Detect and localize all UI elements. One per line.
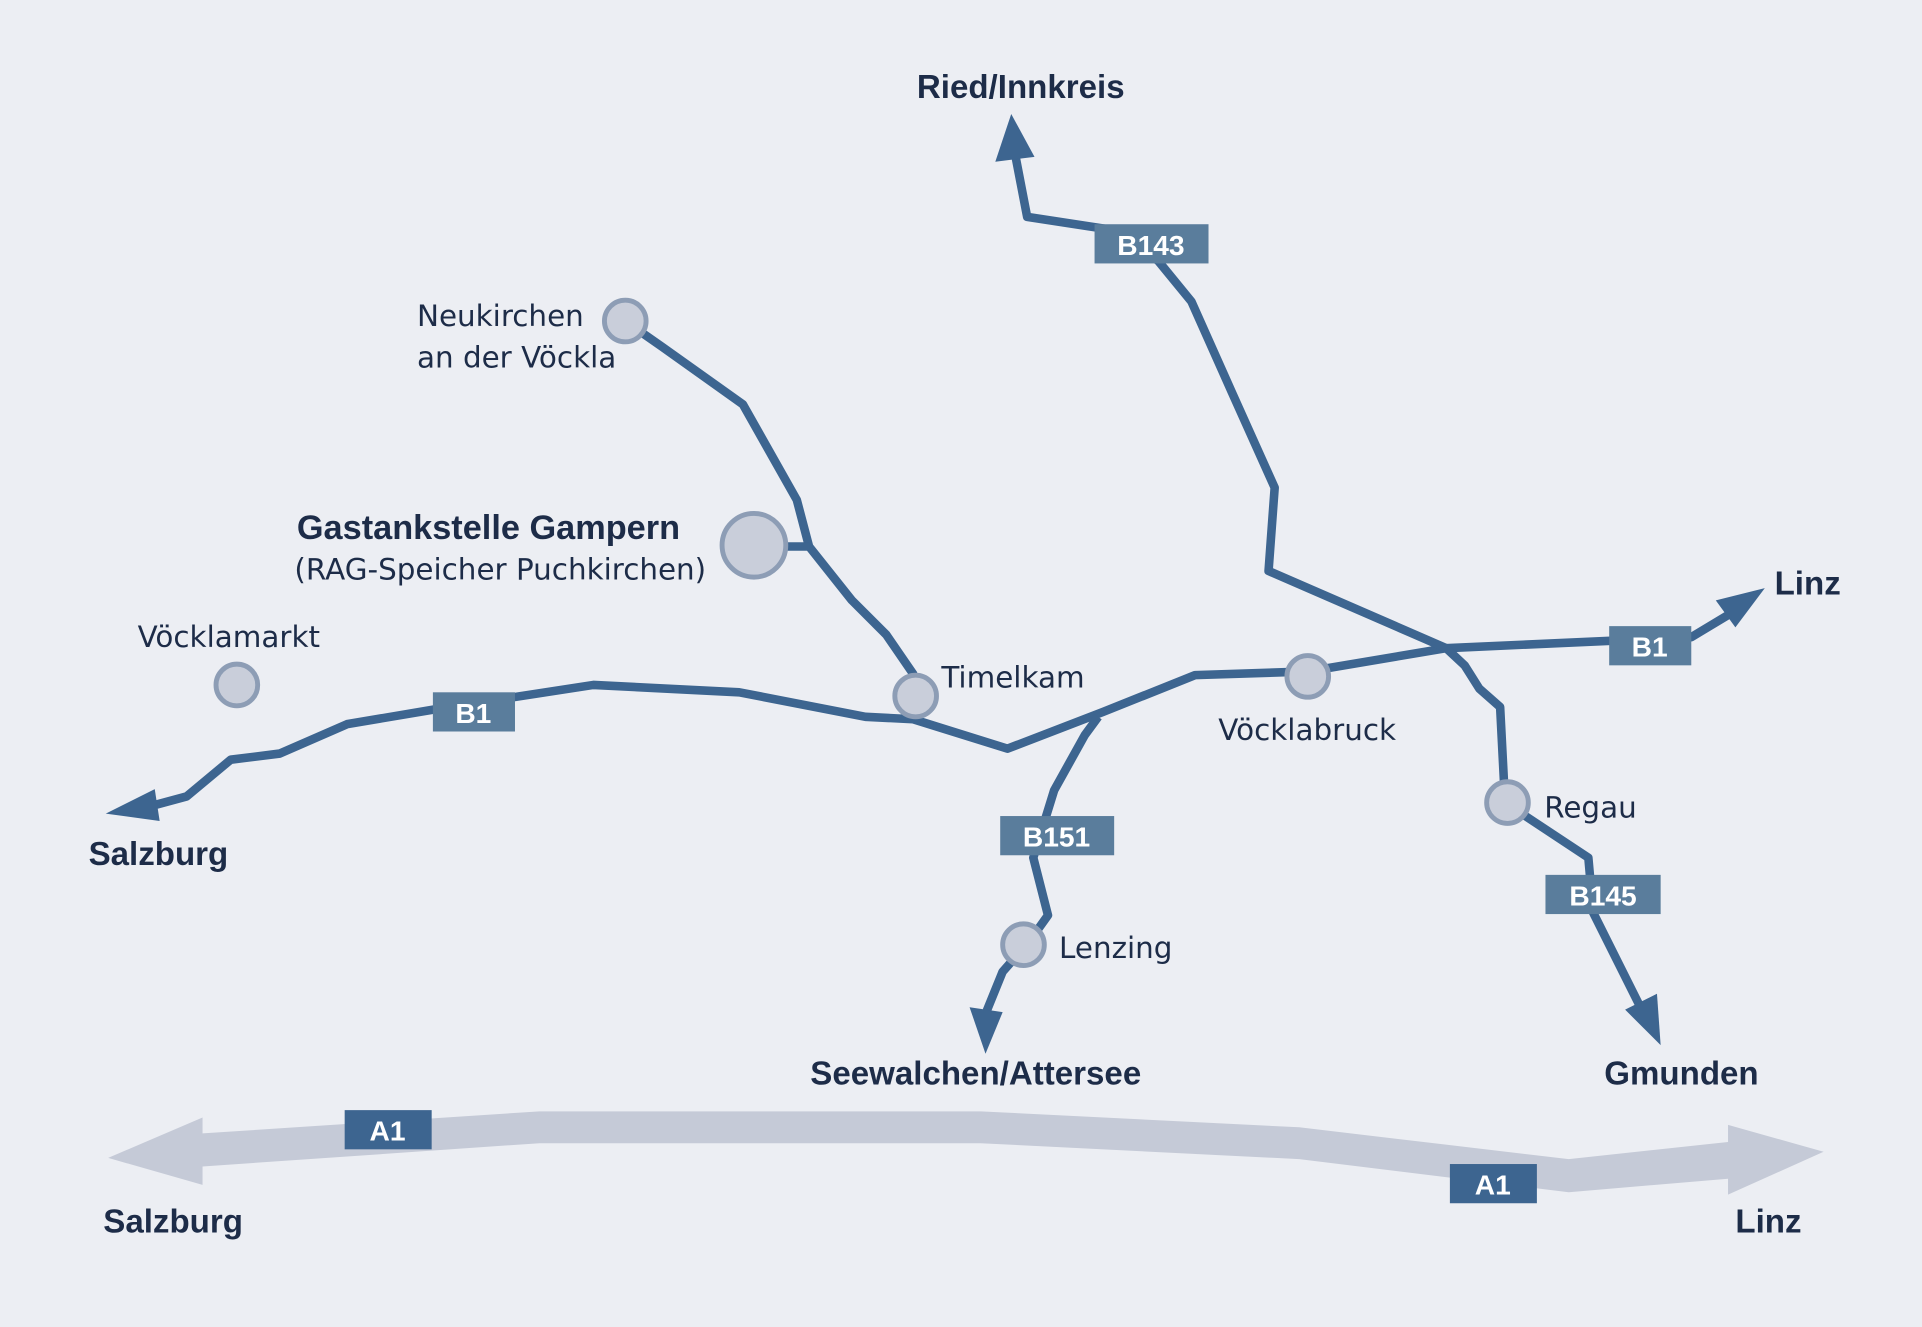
town-lenzing-label: Lenzing bbox=[1059, 931, 1172, 965]
destination-linz-a1: Linz bbox=[1735, 1204, 1801, 1241]
town-voecklamarkt-marker bbox=[213, 661, 261, 709]
road-label-text: B151 bbox=[1023, 821, 1090, 853]
road-label-text: A1 bbox=[370, 1115, 406, 1147]
road-label-b151: B151 bbox=[1000, 816, 1115, 856]
road-label-a1-west: A1 bbox=[344, 1110, 432, 1150]
town-regau-label: Regau bbox=[1544, 790, 1636, 824]
road-label-a1-east: A1 bbox=[1449, 1164, 1537, 1204]
arrow-linz bbox=[1715, 588, 1765, 628]
destination-salzburg-a1: Salzburg bbox=[103, 1204, 243, 1241]
b1-road bbox=[140, 611, 1731, 813]
road-label-text: A1 bbox=[1475, 1169, 1511, 1201]
road-label-b1-east: B1 bbox=[1609, 626, 1692, 666]
destination-salzburg: Salzburg bbox=[89, 836, 229, 873]
town-regau-marker bbox=[1484, 779, 1531, 826]
b151-road bbox=[982, 714, 1102, 1013]
town-timelkam-marker bbox=[892, 672, 939, 720]
destination-gmunden: Gmunden bbox=[1604, 1055, 1758, 1092]
road-label-b143: B143 bbox=[1094, 224, 1209, 264]
town-neukirchen-label-line2: an der Vöckla bbox=[417, 341, 616, 375]
town-neukirchen-marker bbox=[601, 297, 649, 345]
arrow-ried bbox=[995, 113, 1035, 162]
a1-highway bbox=[108, 1111, 1824, 1195]
town-timelkam-label: Timelkam bbox=[940, 660, 1084, 694]
arrow-gmunden bbox=[1625, 993, 1661, 1046]
road-label-b1-west: B1 bbox=[432, 692, 515, 732]
road-label-text: B1 bbox=[1632, 631, 1668, 663]
destination-seewalchen: Seewalchen/Attersee bbox=[810, 1055, 1141, 1092]
town-voecklabruck-label: Vöcklabruck bbox=[1218, 713, 1396, 747]
road-label-text: B145 bbox=[1569, 879, 1636, 911]
arrow-salzburg bbox=[105, 789, 160, 821]
destination-linz: Linz bbox=[1775, 565, 1841, 602]
destination-ried: Ried/Innkreis bbox=[917, 69, 1125, 106]
road-label-b145: B145 bbox=[1545, 874, 1661, 915]
town-voecklamarkt-label: Vöcklamarkt bbox=[138, 620, 320, 654]
town-neukirchen-label: Neukirchen bbox=[417, 299, 584, 333]
road-label-text: B1 bbox=[455, 697, 491, 729]
road-label-text: B143 bbox=[1117, 229, 1184, 261]
town-lenzing-marker bbox=[1000, 921, 1047, 968]
arrow-seewalchen bbox=[969, 1007, 1003, 1054]
station-name: Gastankstelle Gampern bbox=[297, 509, 680, 547]
station-marker[interactable] bbox=[719, 510, 789, 580]
b143-road bbox=[1010, 152, 1448, 653]
town-voecklabruck-marker bbox=[1284, 653, 1332, 700]
station-subtitle: (RAG-Speicher Puchkirchen) bbox=[294, 553, 706, 587]
